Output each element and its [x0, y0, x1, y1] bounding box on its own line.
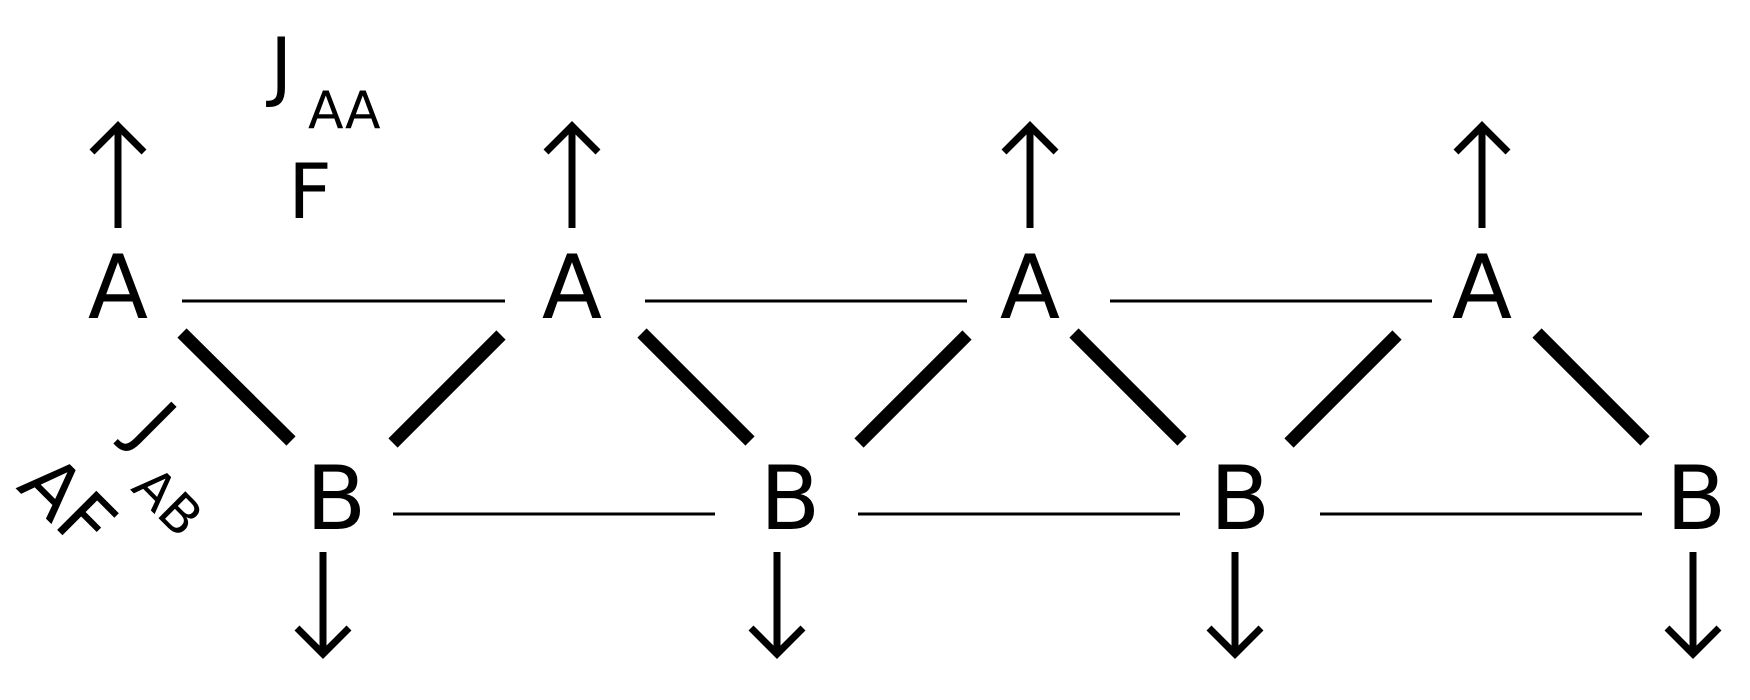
bond-a3-b2 — [854, 330, 972, 448]
site-a-2: A — [542, 236, 602, 339]
top-sites: A A A A — [88, 236, 1512, 339]
inter-coupling-symbol: J — [111, 383, 193, 465]
intra-bonds — [182, 299, 1642, 516]
inter-coupling-type: AF — [2, 438, 133, 569]
intra-coupling-subscript: AA — [308, 81, 381, 141]
down-spins — [294, 552, 1722, 659]
site-a-3: A — [1000, 236, 1060, 339]
intra-coupling-type: F — [288, 147, 332, 236]
spin-up-arrow-icon — [89, 121, 147, 228]
up-spins — [89, 121, 1511, 228]
spin-down-arrow-icon — [294, 552, 352, 659]
spin-down-arrow-icon — [748, 552, 806, 659]
bond-a1-b1 — [177, 328, 296, 446]
bond-a2-b2 — [637, 328, 755, 446]
site-a-4: A — [1452, 236, 1512, 339]
bottom-sites: B B B B — [306, 447, 1726, 550]
spin-up-arrow-icon — [1453, 121, 1511, 228]
inter-coupling-label: J AB AF — [2, 383, 214, 569]
intra-coupling-symbol: J — [266, 21, 292, 110]
spin-up-arrow-icon — [1001, 121, 1059, 228]
bond-a4-b3 — [1284, 330, 1402, 448]
spin-up-arrow-icon — [543, 121, 601, 228]
bond-a4-b4 — [1532, 328, 1650, 446]
spin-down-arrow-icon — [1664, 552, 1722, 659]
site-a-1: A — [88, 236, 148, 339]
site-b-1: B — [306, 447, 366, 550]
bond-a2-b1 — [388, 330, 506, 448]
inter-coupling-subscript: AB — [121, 456, 214, 549]
intra-coupling-label: J AA F — [266, 21, 381, 236]
site-b-4: B — [1666, 447, 1726, 550]
site-b-2: B — [760, 447, 820, 550]
inter-bonds — [177, 328, 1650, 448]
spin-down-arrow-icon — [1206, 552, 1264, 659]
bond-a3-b3 — [1069, 328, 1187, 446]
site-b-3: B — [1210, 447, 1270, 550]
